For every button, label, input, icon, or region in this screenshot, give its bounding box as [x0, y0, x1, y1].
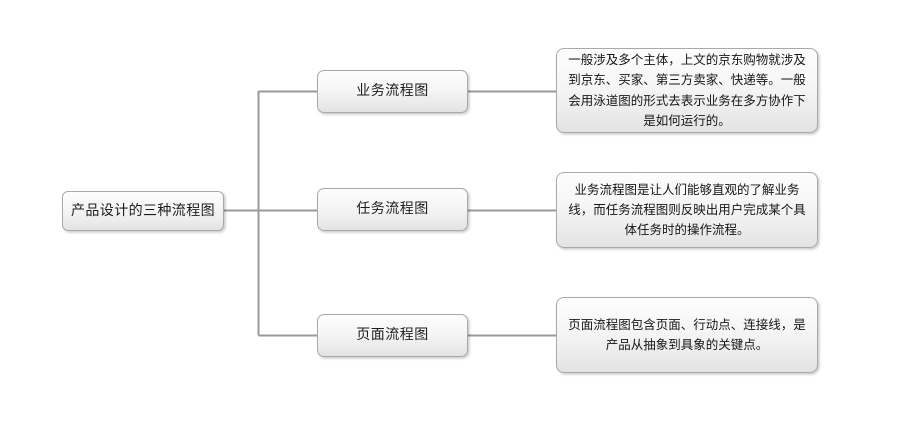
node-root-label: 产品设计的三种流程图: [71, 202, 215, 219]
node-description-task-flow[interactable]: 业务流程图是让人们能够直观的了解业务线，而任务流程图则反映出用户完成某个具体任务…: [556, 172, 818, 248]
node-branch-task-flow-label: 任务流程图: [356, 201, 429, 217]
node-branch-page-flow[interactable]: 页面流程图: [317, 314, 468, 357]
node-branch-page-flow-label: 页面流程图: [356, 327, 429, 343]
node-branch-task-flow[interactable]: 任务流程图: [317, 188, 468, 231]
node-branch-business-flow[interactable]: 业务流程图: [317, 70, 468, 113]
node-description-task-flow-text: 业务流程图是让人们能够直观的了解业务线，而任务流程图则反映出用户完成某个具体任务…: [568, 181, 806, 238]
node-description-business-flow-text: 一般涉及多个主体，上文的京东购物就涉及到京东、买家、第三方卖家、快递等。一般会用…: [568, 52, 806, 128]
node-branch-business-flow-label: 业务流程图: [356, 83, 429, 99]
node-description-page-flow-text: 页面流程图包含页面、行动点、连接线，是产品从抽象到具象的关键点。: [568, 316, 806, 352]
node-description-business-flow[interactable]: 一般涉及多个主体，上文的京东购物就涉及到京东、买家、第三方卖家、快递等。一般会用…: [556, 48, 818, 133]
node-description-page-flow[interactable]: 页面流程图包含页面、行动点、连接线，是产品从抽象到具象的关键点。: [556, 297, 818, 373]
node-root[interactable]: 产品设计的三种流程图: [62, 191, 224, 231]
